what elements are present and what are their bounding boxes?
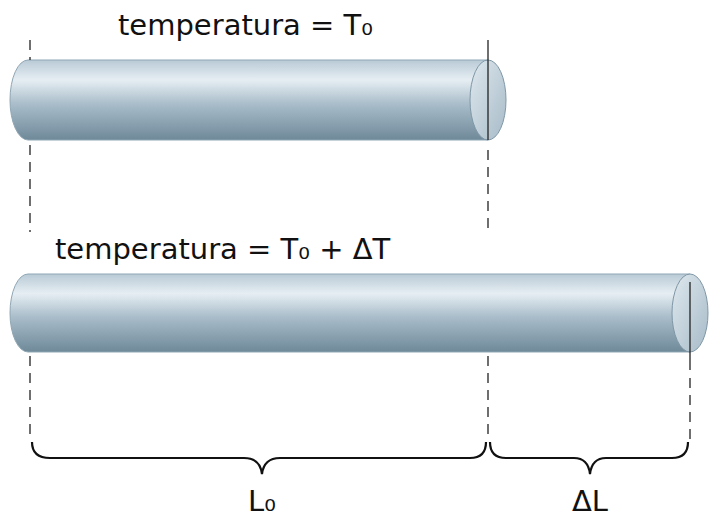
dimension-brace [32, 442, 688, 474]
temperature-label: temperatura = T₀ [118, 10, 373, 42]
rod-expanded [10, 274, 708, 352]
reference-lines [30, 40, 690, 440]
length-label: L₀ [248, 486, 276, 518]
temperature-label: temperatura = T₀ + ΔT [55, 234, 390, 266]
length-change-label: ΔL [572, 486, 608, 518]
rod-initial [10, 60, 506, 140]
